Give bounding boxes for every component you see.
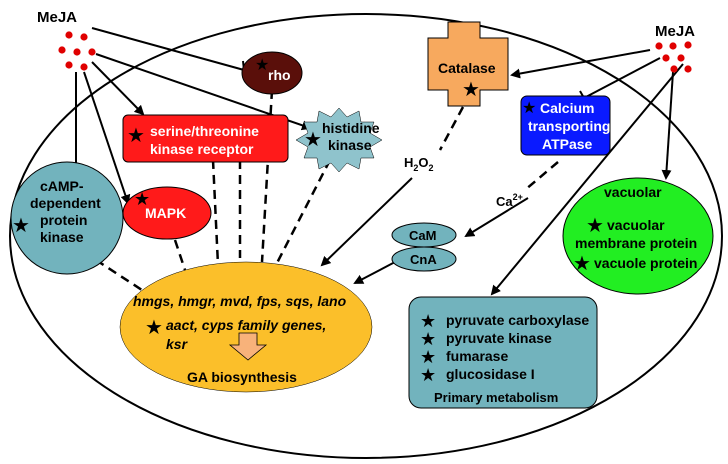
rho-star: ★ (255, 55, 269, 74)
ga-genes-line-1: hmgs, hmgr, mvd, fps, sqs, lano (133, 293, 347, 309)
vacuolar-label-3: vacuole protein (594, 255, 697, 271)
cna-to-ga (353, 261, 396, 284)
meja-dot (88, 48, 96, 56)
ga-genes-line-3: ksr (166, 336, 189, 352)
catalase-star: ★ (462, 77, 480, 101)
serine-label-1: serine/threonine (150, 123, 259, 139)
pm-item-1: pyruvate carboxylase (446, 312, 589, 328)
rho-node (241, 51, 303, 95)
vacuolar-star-1: ★ (586, 213, 604, 237)
meja-dot (669, 42, 677, 50)
pm-item-4: glucosidase I (446, 366, 535, 382)
camp-dash (95, 258, 146, 294)
vacuolar-title: vacuolar (604, 184, 662, 200)
meja-dot (58, 46, 66, 54)
histidine-dash (275, 159, 332, 264)
h2o2-label: H2O2 (404, 155, 434, 173)
pm-star-1: ★ (420, 311, 436, 332)
pm-star-3: ★ (420, 347, 436, 368)
meja-dot (684, 41, 692, 49)
meja-left-label: MeJA (37, 9, 77, 26)
vacuolar-label-2: membrane protein (575, 235, 697, 251)
h2o2-to-ga (320, 177, 413, 267)
histidine-label-1: histidine (322, 120, 380, 136)
camp-kinase-node (10, 161, 124, 275)
pm-title: Primary metabolism (434, 390, 558, 405)
meja-dot (684, 65, 692, 73)
mapk-star: ★ (134, 189, 150, 210)
meja-dot (73, 48, 81, 56)
cell-boundary (9, 13, 723, 459)
ga-star: ★ (145, 315, 163, 339)
catalase-dash (438, 106, 465, 151)
vacuolar-label-1: vacuolar (607, 217, 665, 233)
histidine-kinase-node (295, 107, 383, 173)
mapk-node (122, 186, 212, 240)
calcium-dash (524, 161, 559, 191)
histidine-star: ★ (304, 127, 322, 151)
ga-genes-line-2: aact, cyps family genes, (166, 317, 326, 333)
camp-label-3: protein (40, 212, 87, 228)
meja-inhibits-rho (91, 27, 245, 71)
camp-star: ★ (12, 213, 30, 237)
cna-label: CnA (410, 252, 437, 267)
mapk-label: MAPK (145, 205, 186, 221)
mapk-dash (173, 239, 187, 271)
meja-dot (670, 65, 678, 73)
meja-dot (662, 54, 670, 62)
pm-item-2: pyruvate kinase (446, 330, 552, 346)
calcium-label-2: transporting (528, 118, 610, 134)
primary-metabolism-node (408, 296, 598, 409)
meja-to-serine (91, 61, 145, 116)
ca-to-cam (464, 197, 529, 238)
ga-title: GA biosynthesis (187, 369, 297, 385)
serine-star: ★ (127, 123, 145, 147)
meja-left-dots (58, 31, 96, 71)
pm-star-2: ★ (420, 329, 436, 350)
ca2-label: Ca2+ (496, 192, 523, 209)
camp-label-4: kinase (40, 229, 84, 245)
meja-dot (80, 63, 88, 71)
meja-dot (65, 61, 73, 69)
cam-label: CaM (409, 228, 436, 243)
pm-item-3: fumarase (446, 348, 508, 364)
ga-biosynthesis-node (119, 261, 373, 393)
histidine-label-2: kinase (328, 137, 372, 153)
meja-right-label: MeJA (655, 23, 695, 40)
meja-to-catalase (510, 49, 651, 79)
serine-kinase-node (122, 114, 289, 163)
cna-node (391, 246, 457, 272)
catalase-node (427, 21, 509, 107)
calcium-label-1: Calcium (540, 100, 594, 116)
pm-star-4: ★ (420, 365, 436, 386)
camp-label-2: dependent (30, 195, 101, 211)
meja-to-mapk (83, 71, 131, 205)
dashed-connectors (95, 89, 559, 294)
serine-label-2: kinase receptor (150, 141, 254, 157)
meja-to-vacuolar (661, 71, 674, 180)
ga-down-arrow (228, 332, 268, 361)
vacuolar-node (562, 177, 714, 295)
meja-inhibits-calcium (583, 57, 661, 99)
meja-dot (65, 31, 73, 39)
catalase-label: Catalase (438, 60, 496, 76)
calcium-star: ★ (522, 98, 536, 117)
meja-dot (677, 54, 685, 62)
serine-dash2 (211, 159, 220, 266)
meja-dot (655, 42, 663, 50)
vacuolar-star-2: ★ (573, 251, 591, 275)
meja-to-primary (490, 63, 684, 296)
rho-dash (260, 89, 274, 263)
calcium-atpase-node (520, 95, 611, 156)
meja-dot (80, 33, 88, 41)
meja-right-dots (655, 41, 692, 73)
rho-label: rho (268, 67, 291, 83)
camp-label-1: cAMP- (40, 178, 84, 194)
calcium-label-3: ATPase (542, 136, 593, 152)
